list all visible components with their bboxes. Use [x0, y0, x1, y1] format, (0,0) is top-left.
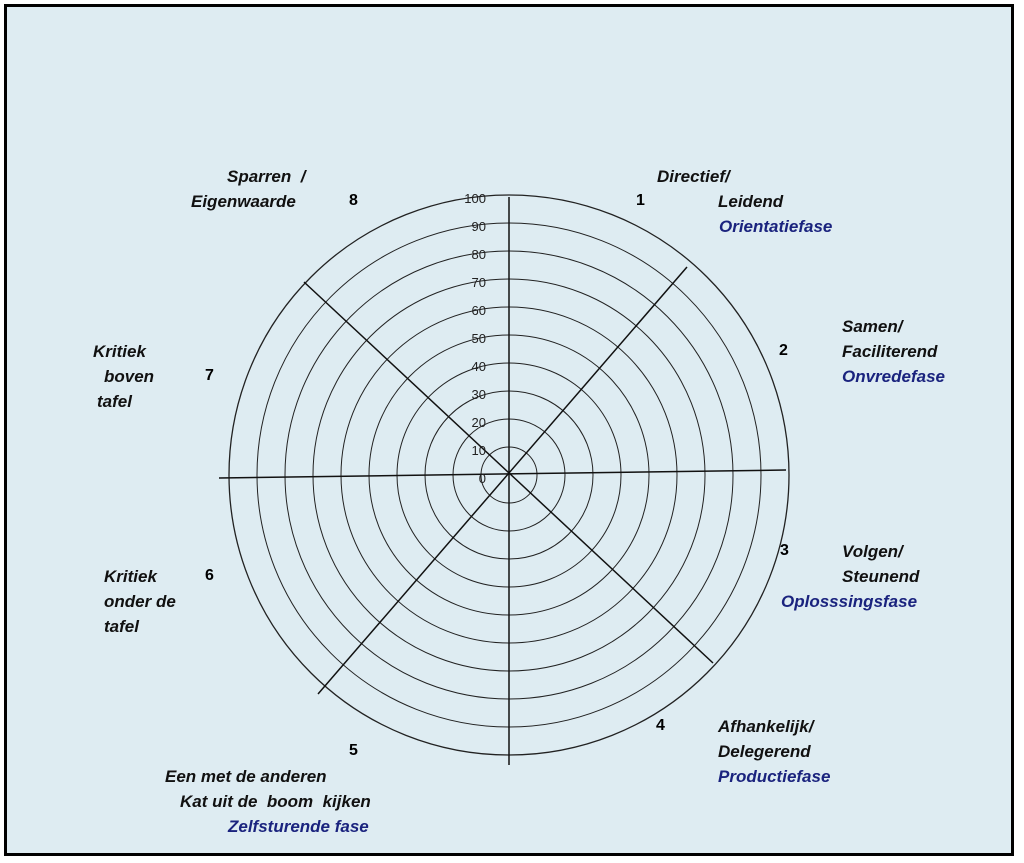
sector-2-phase: Onvredefase	[842, 367, 945, 386]
scale-tick-label: 90	[472, 219, 486, 234]
sector-4-phase: Productiefase	[718, 767, 831, 786]
sector-2-label-line2: Faciliterend	[842, 342, 938, 361]
axis-line	[218, 469, 787, 479]
sector-5-label-line1: Een met de anderen	[165, 767, 327, 786]
scale-tick-label: 10	[472, 443, 486, 458]
sector-8-number: 8	[349, 192, 358, 209]
sector-3-label-line2: Steunend	[842, 567, 920, 586]
scale-tick-label: 40	[472, 359, 486, 374]
sector-5-label-line2: Kat uit de boom kijken	[180, 792, 371, 811]
sector-2-number: 2	[779, 342, 788, 359]
sector-1-label-line1: Directief/	[657, 167, 730, 186]
sector-1-label-line2: Leidend	[718, 192, 784, 211]
sector-7-label-line1: Kritiek	[93, 342, 146, 361]
scale-tick-label: 70	[472, 275, 486, 290]
sector-1-number: 1	[636, 192, 645, 209]
sector-3-phase: Oplosssingsfase	[781, 592, 918, 611]
sector-5-phase: Zelfsturende fase	[228, 817, 369, 836]
sector-8-label-line2: Eigenwaarde	[191, 192, 296, 211]
sector-7-number: 7	[205, 367, 214, 384]
sector-6-number: 6	[205, 567, 214, 584]
sector-4-number: 4	[656, 717, 665, 734]
scale-tick-label: 0	[479, 471, 486, 486]
axis-line	[303, 281, 714, 664]
scale-tick-label: 50	[472, 331, 486, 346]
scale-tick-label: 30	[472, 387, 486, 402]
sector-8-label-line1: Sparren /	[227, 167, 306, 186]
axis-line	[317, 266, 688, 695]
sector-4-label-line2: Delegerend	[718, 742, 811, 761]
sector-3-number: 3	[780, 542, 789, 559]
scale-tick-label: 60	[472, 303, 486, 318]
scale-tick-label: 80	[472, 247, 486, 262]
sector-5-number: 5	[349, 742, 358, 759]
scale-tick-label: 20	[472, 415, 486, 430]
sector-7-label-line2: boven	[104, 367, 155, 386]
sector-7-label-line3: tafel	[97, 392, 132, 411]
sector-1-phase: Orientatiefase	[719, 217, 833, 236]
sector-6-label-line3: tafel	[104, 617, 139, 636]
scale-tick-label: 100	[464, 191, 486, 206]
sector-2-label-line1: Samen/	[842, 317, 903, 336]
sector-3-label-line1: Volgen/	[842, 542, 903, 561]
sector-6-label-line2: onder de	[104, 592, 176, 611]
sector-6-label-line1: Kritiek	[104, 567, 157, 586]
sector-4-label-line1: Afhankelijk/	[718, 717, 814, 736]
